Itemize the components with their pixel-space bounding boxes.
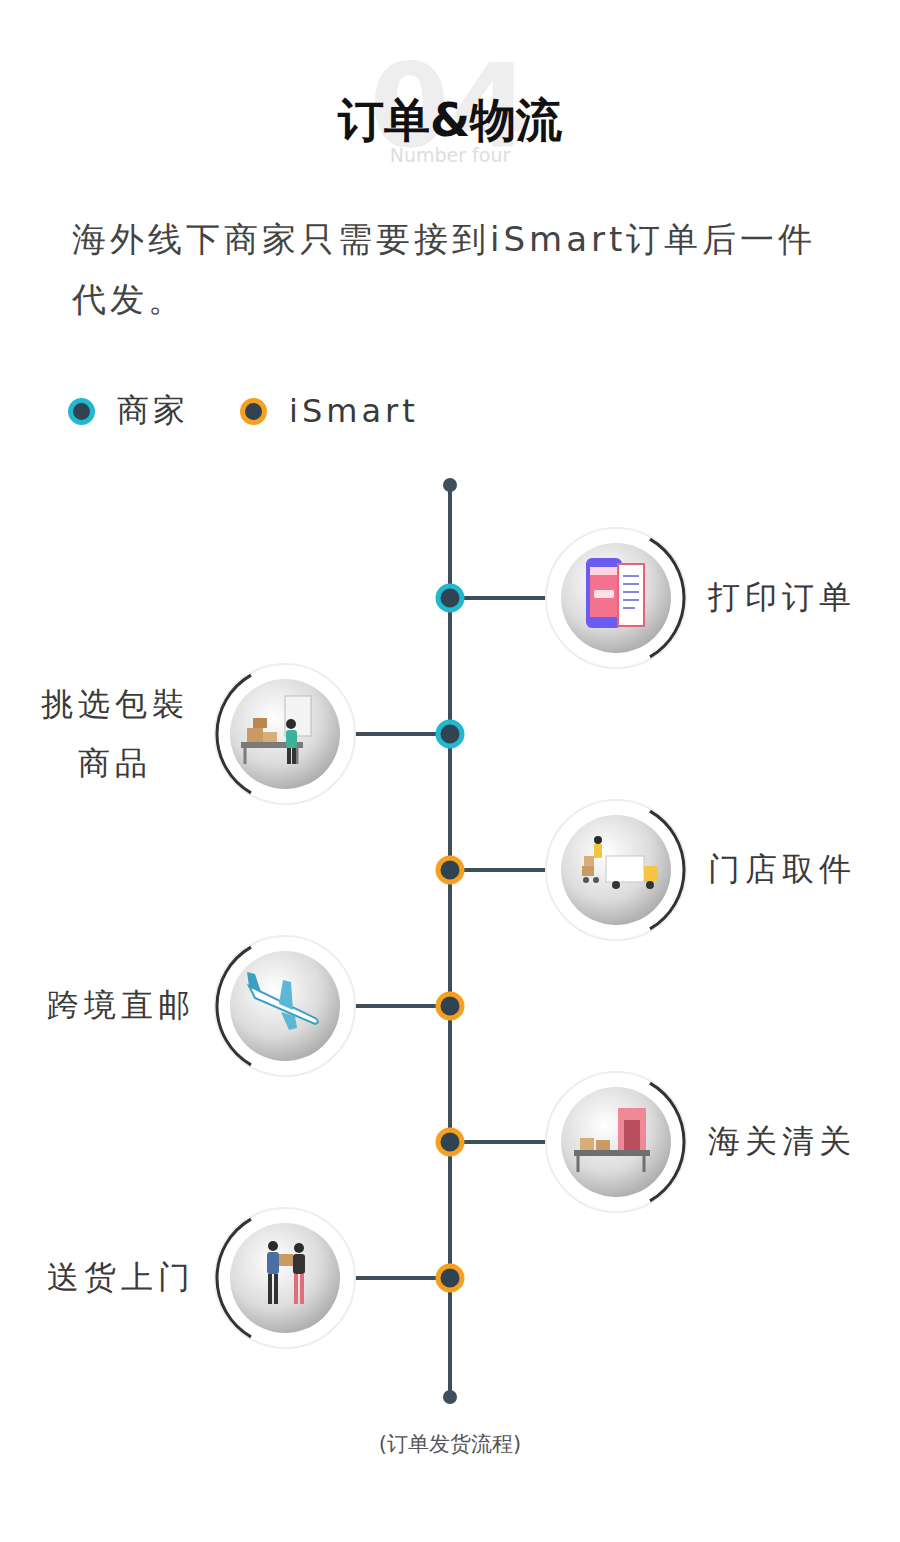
watermark-subtitle: Number four — [0, 145, 900, 166]
step-label: 海关清关 — [708, 1112, 856, 1171]
timeline-connector — [355, 1006, 546, 1142]
process-step: 海关清关 — [546, 1072, 686, 1212]
figure-caption: (订单发货流程) — [0, 1430, 900, 1458]
legend-label: 商家 — [117, 389, 189, 433]
scanner-icon — [546, 1072, 686, 1212]
process-step: 打印订单 — [546, 528, 686, 668]
timeline-end — [443, 1390, 457, 1404]
step-label: 打印订单 — [708, 568, 856, 627]
process-step: 门店取件 — [546, 800, 686, 940]
process-step: 送货上门 — [215, 1208, 355, 1348]
timeline-connector — [355, 1142, 546, 1278]
timeline-dots — [438, 586, 462, 1290]
packing-icon — [215, 664, 355, 804]
step-label: 送货上门 — [47, 1248, 195, 1307]
step-label: 门店取件 — [708, 840, 856, 899]
page-title: 订单&物流 — [0, 90, 900, 152]
timeline-spine — [448, 1278, 452, 1397]
legend-label: iSmart — [289, 392, 419, 430]
step-label: 跨境直邮 — [47, 976, 195, 1035]
truck-icon — [546, 800, 686, 940]
process-step: 跨境直邮 — [215, 936, 355, 1076]
legend-swatch — [240, 398, 267, 425]
timeline-connector — [355, 734, 546, 870]
description-text: 海外线下商家只需要接到iSmart订单后一件代发。 — [72, 210, 852, 329]
legend-swatch — [68, 398, 95, 425]
timeline-spine — [448, 485, 452, 598]
timeline-end — [443, 478, 457, 492]
legend-entry: iSmart — [240, 393, 419, 429]
timeline-connector — [355, 598, 546, 734]
timeline-connector — [355, 870, 546, 1006]
step-label: 挑选包裝 商品 — [35, 675, 195, 793]
order-icon — [546, 528, 686, 668]
process-step: 挑选包裝 商品 — [215, 664, 355, 804]
plane-icon — [215, 936, 355, 1076]
delivery-icon — [215, 1208, 355, 1348]
legend-entry: 商家 — [68, 393, 189, 429]
